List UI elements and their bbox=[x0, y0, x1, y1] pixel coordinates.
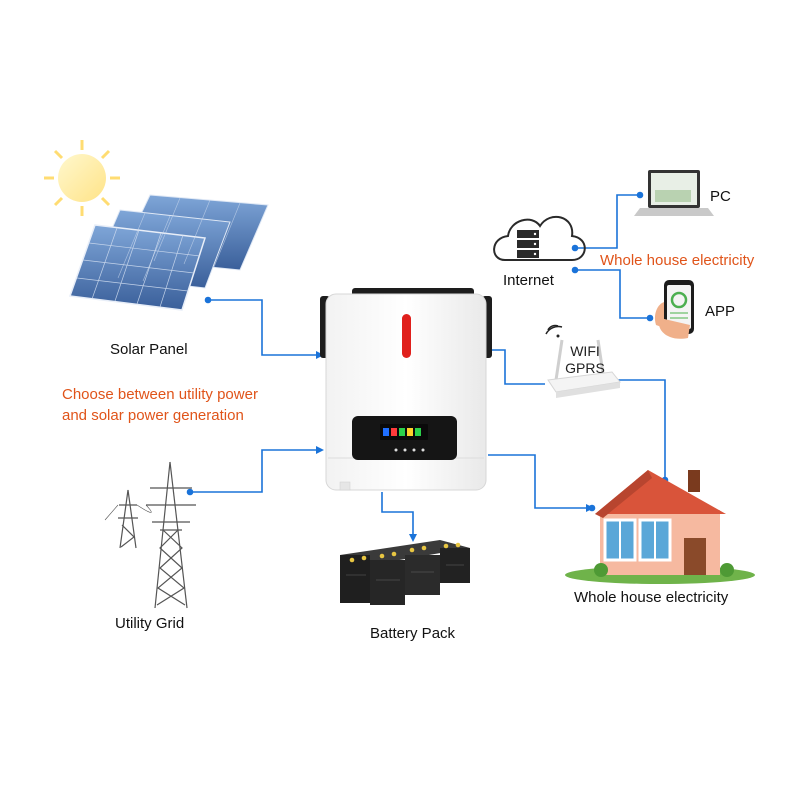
house-label: Whole house electricity bbox=[574, 589, 729, 606]
note-text-line2: and solar power generation bbox=[62, 407, 244, 424]
laptop-icon bbox=[634, 170, 714, 216]
solar-panel-icon bbox=[68, 194, 269, 311]
utility-grid-label: Utility Grid bbox=[115, 615, 185, 632]
smartphone-icon bbox=[654, 280, 694, 339]
sun-icon bbox=[44, 140, 120, 216]
house-connector bbox=[488, 454, 594, 512]
gprs-label: GPRS bbox=[565, 360, 605, 376]
connectors bbox=[186, 191, 669, 542]
internet-label: Internet bbox=[503, 272, 554, 289]
solar-connector bbox=[208, 299, 324, 359]
house-icon bbox=[565, 470, 755, 584]
battery-pack-icon bbox=[340, 540, 470, 605]
inverter-icon bbox=[320, 288, 492, 491]
remote-house-label: Whole house electricity bbox=[600, 252, 755, 269]
power-tower-icon bbox=[104, 461, 196, 609]
pc-label: PC bbox=[710, 188, 731, 205]
solar-panel-label: Solar Panel bbox=[110, 341, 188, 358]
router-house-connector bbox=[612, 379, 666, 480]
note-text-line1: Choose between utility power bbox=[62, 386, 258, 403]
app-label: APP bbox=[705, 303, 736, 320]
battery-pack-label: Battery Pack bbox=[370, 625, 456, 642]
grid-connector bbox=[190, 446, 324, 493]
router-label: WIFI GPRS bbox=[560, 343, 610, 377]
app-connector bbox=[575, 269, 650, 319]
cloud-server-icon bbox=[493, 216, 586, 261]
battery-connector bbox=[381, 492, 417, 542]
wifi-router-icon bbox=[545, 324, 621, 398]
router-connector bbox=[488, 349, 545, 385]
wifi-label: WIFI bbox=[570, 343, 600, 359]
pc-connector bbox=[575, 194, 640, 249]
